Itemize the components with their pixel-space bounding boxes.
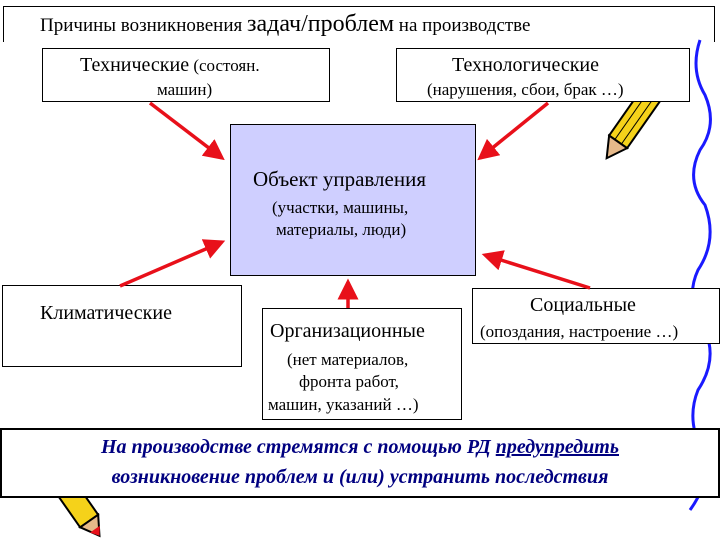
arrow-technological [477, 101, 550, 161]
technical-box [42, 48, 330, 102]
control-object-note-1: (участки, машины, [272, 198, 409, 217]
technological-note: (нарушения, сбои, брак …) [427, 80, 624, 99]
control-object-note-2: материалы, люди) [276, 220, 407, 239]
conclusion-emphasis: предупредить [495, 436, 619, 458]
organizational-box [262, 308, 462, 420]
social-title: Социальные [530, 294, 636, 316]
organizational-note-3: машин, указаний …) [268, 395, 419, 414]
technical-label: Технические (состоян. [80, 54, 260, 77]
title-frame [3, 6, 715, 42]
title-part-1: Причины возникновения [40, 15, 247, 36]
climatic-box [2, 285, 242, 367]
arrow-social [481, 250, 591, 290]
conclusion-line-1: На производстве стремятся с помощью РД п… [0, 436, 720, 459]
technical-title: Технические [80, 54, 190, 76]
conclusion-text-a: На производстве стремятся с помощью РД [100, 436, 496, 458]
title-part-3: на производстве [394, 15, 531, 36]
organizational-note-2: фронта работ, [299, 372, 399, 391]
conclusion-line-2: возникновение проблем и (или) устранить … [111, 466, 609, 488]
social-box [472, 288, 720, 344]
organizational-note-1: (нет материалов, [287, 350, 409, 369]
control-object-title: Объект управления [253, 167, 426, 191]
diagram-title: Причины возникновения задач/проблем на п… [40, 11, 530, 38]
control-object-box [230, 124, 476, 276]
climatic-title: Климатические [40, 302, 172, 324]
conclusion-box [0, 428, 720, 498]
technical-note: (состоян. [189, 56, 260, 75]
technological-box [396, 48, 690, 102]
social-note: (опоздания, настроение …) [480, 322, 679, 341]
arrow-technical [148, 101, 225, 161]
technological-title: Технологические [452, 54, 600, 76]
arrow-climatic [119, 239, 226, 288]
title-part-2: задач/проблем [247, 11, 395, 37]
technical-note-line2: машин) [157, 80, 213, 99]
organizational-title: Организационные [270, 320, 425, 342]
